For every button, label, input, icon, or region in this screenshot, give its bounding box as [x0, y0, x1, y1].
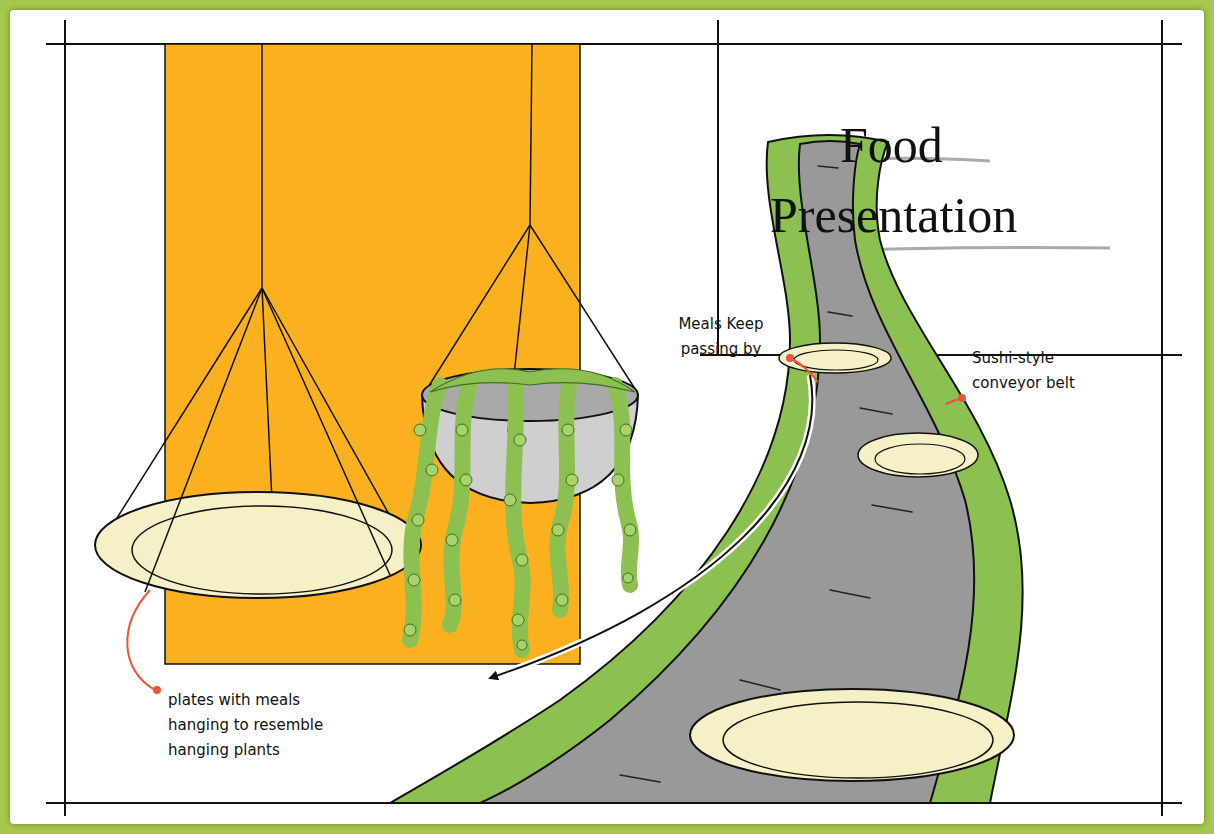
- callout-label: Sushi-style conveyor belt: [972, 346, 1097, 396]
- title-text: Food Presentation: [770, 110, 1110, 250]
- arrow-label: Meals Keep passing by: [662, 312, 780, 362]
- callout-label: plates with meals hanging to resemble ha…: [168, 688, 353, 763]
